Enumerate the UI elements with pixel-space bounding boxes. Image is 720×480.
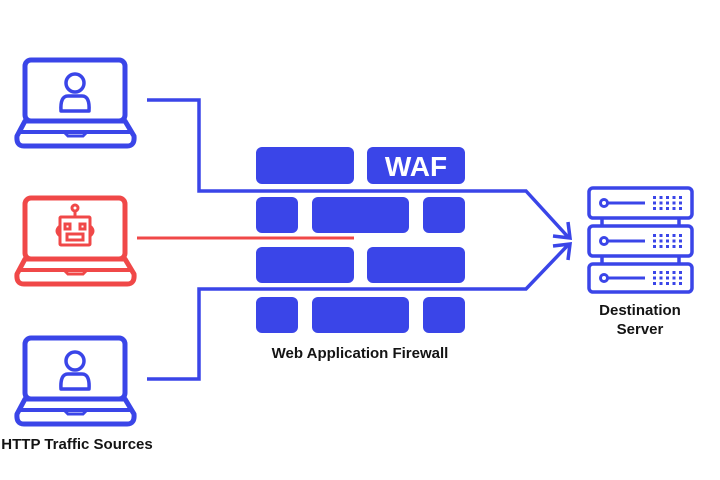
laptop-bot xyxy=(17,198,134,284)
destination-label: Destination Server xyxy=(580,301,700,339)
server-led-dot xyxy=(659,282,663,285)
server-led-dot xyxy=(679,245,682,248)
server-led-dot xyxy=(679,282,682,285)
server-led-dot xyxy=(653,207,656,210)
server-led-dot xyxy=(659,196,663,199)
laptop-user-bottom xyxy=(17,338,134,424)
server-led-dot xyxy=(679,196,682,199)
server-led-dot xyxy=(659,207,663,210)
server-led-dot xyxy=(666,276,669,280)
allowed-traffic-path-bottom xyxy=(147,242,571,381)
waf-badge-brick xyxy=(367,147,465,184)
brick xyxy=(256,297,298,333)
robot-icon xyxy=(55,203,95,247)
user-icon xyxy=(59,350,91,391)
server-led-dot xyxy=(666,234,669,237)
sources-label: HTTP Traffic Sources xyxy=(1,436,153,453)
brick xyxy=(312,297,409,333)
server-led-dot xyxy=(666,196,669,199)
server-led-dot xyxy=(679,239,682,243)
server-led-dot xyxy=(653,276,656,280)
server-led-dot xyxy=(679,276,682,280)
server-led-dot xyxy=(666,271,669,274)
brick xyxy=(312,197,409,233)
server-led-dot xyxy=(659,276,663,280)
arrowhead-top-icon xyxy=(552,221,573,240)
server-led-dot xyxy=(653,196,656,199)
server-led-dot xyxy=(659,201,663,205)
server-led-dot xyxy=(672,276,676,280)
firewall-label: Web Application Firewall xyxy=(271,345,449,362)
brick xyxy=(256,147,354,184)
server-led-dot xyxy=(659,234,663,237)
server-led-dot xyxy=(666,282,669,285)
server-led-dot xyxy=(659,245,663,248)
destination-label-line1: Destination xyxy=(599,302,681,319)
server-led-dot xyxy=(653,201,656,205)
server-led-dot xyxy=(679,207,682,210)
waf-badge-text: WAF xyxy=(385,151,447,182)
server-led-dot xyxy=(672,201,676,205)
arrowhead-bottom-icon xyxy=(552,242,573,261)
server-led-dot xyxy=(653,234,656,237)
server-led-dot xyxy=(679,271,682,274)
destination-label-line2: Server xyxy=(616,321,664,338)
allowed-traffic-path-top xyxy=(147,98,571,240)
server-led-dot xyxy=(672,239,676,243)
server-led-dot xyxy=(672,234,676,237)
server-led-dot xyxy=(672,196,676,199)
server-led-dot xyxy=(666,201,669,205)
server-led-dot xyxy=(666,207,669,210)
brick xyxy=(367,247,465,283)
server-led-dot xyxy=(659,271,663,274)
server-led-dot xyxy=(653,282,656,285)
user-icon xyxy=(59,72,91,113)
server-led-dot xyxy=(666,239,669,243)
server-led-dot xyxy=(659,239,663,243)
server-led-dot xyxy=(653,239,656,243)
firewall-wall xyxy=(256,147,465,333)
brick xyxy=(256,247,354,283)
server-led-dot xyxy=(653,245,656,248)
server-led-dot xyxy=(666,245,669,248)
brick xyxy=(256,197,298,233)
server-led-dot xyxy=(653,271,656,274)
server-led-dot xyxy=(672,271,676,274)
brick xyxy=(423,197,465,233)
server-led-dot xyxy=(672,245,676,248)
brick xyxy=(423,297,465,333)
server-led-dot xyxy=(679,201,682,205)
server-rack-icon xyxy=(587,186,694,294)
server-led-dot xyxy=(679,234,682,237)
laptop-user-top xyxy=(17,60,134,146)
server-led-dot xyxy=(672,207,676,210)
server-led-dot xyxy=(672,282,676,285)
